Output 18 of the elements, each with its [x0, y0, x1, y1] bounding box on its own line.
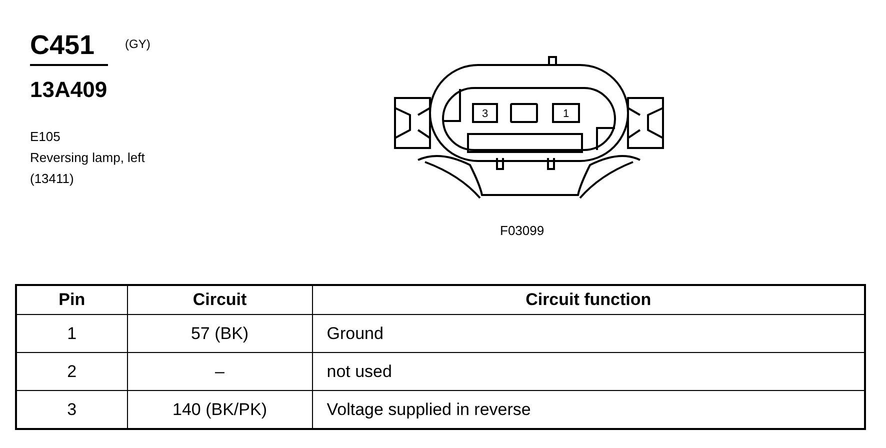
- connector-number: C451: [30, 32, 95, 59]
- pin-cavity: [510, 103, 538, 123]
- pin-cavity: [472, 103, 498, 123]
- figure-number: F03099: [500, 224, 544, 237]
- component-name: Reversing lamp, left: [30, 151, 145, 164]
- column-header: Pin: [16, 285, 128, 314]
- component-code: E105: [30, 130, 60, 143]
- pin-cavity: [552, 103, 580, 123]
- column-header: Circuit: [127, 285, 312, 314]
- table-cell: 57 (BK): [127, 314, 312, 352]
- table-cell: 2: [16, 352, 128, 390]
- table-cell: –: [127, 352, 312, 390]
- part-number: 13A409: [30, 79, 108, 101]
- table-cell: 1: [16, 314, 128, 352]
- pin-number: 1: [562, 108, 570, 120]
- reference-number: (13411): [30, 172, 74, 185]
- color-code: (GY): [125, 38, 150, 50]
- pin-number: 3: [482, 108, 488, 120]
